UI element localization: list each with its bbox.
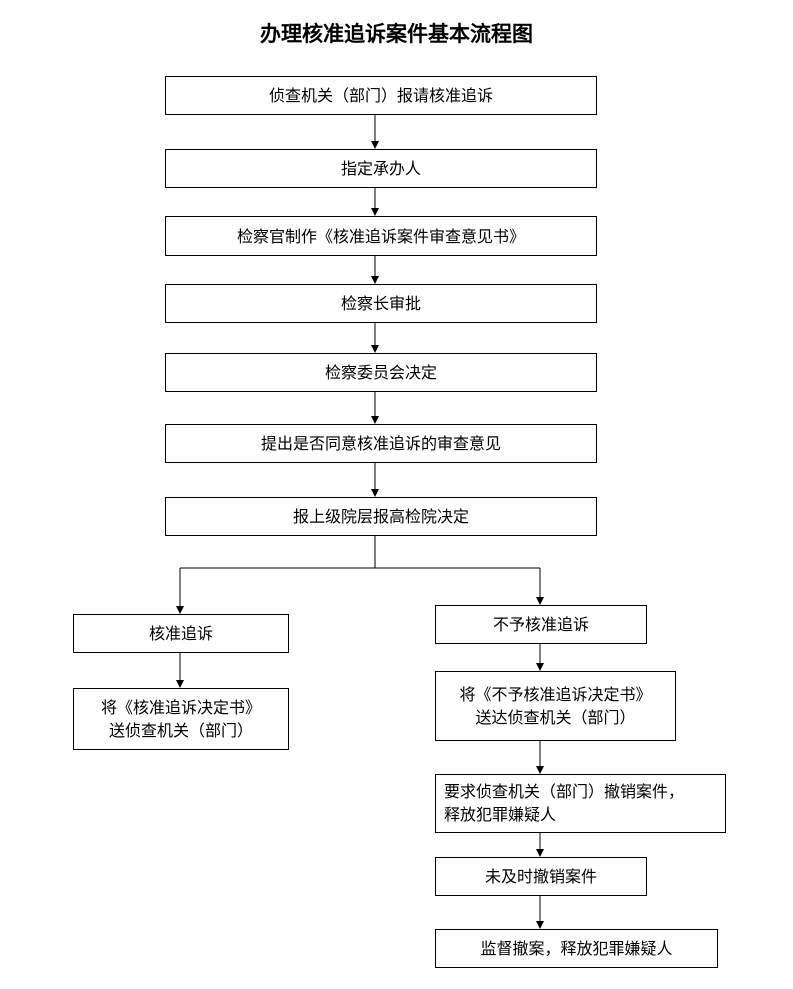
- box-label: 核准追诉: [148, 624, 213, 643]
- box-label: 检察官制作《核准追诉案件审查意见书》: [236, 226, 525, 246]
- box-label: 报上级院层报高检院决定: [292, 507, 469, 526]
- approve-send-decision: 将《核准追诉决定书》 送侦查机关（部门）: [73, 688, 289, 750]
- box-label: 送侦查机关（部门）: [108, 721, 253, 740]
- step-prepare-opinion: 检察官制作《核准追诉案件审查意见书》: [165, 216, 597, 256]
- reject-send-decision: 将《不予核准追诉决定书》 送达侦查机关（部门）: [435, 671, 676, 741]
- supervise-revocation: 监督撤案，释放犯罪嫌疑人: [435, 929, 718, 968]
- box-label: 送达侦查机关（部门）: [475, 708, 636, 727]
- decision-approve: 核准追诉: [73, 614, 289, 653]
- step-review-opinion: 提出是否同意核准追诉的审查意见: [165, 424, 597, 463]
- box-label: 检察长审批: [340, 294, 421, 313]
- require-revoke-case: 要求侦查机关（部门）撤销案件， 释放犯罪嫌疑人: [435, 774, 726, 833]
- step-report-superior: 报上级院层报高检院决定: [165, 497, 597, 536]
- box-label: 将《核准追诉决定书》: [100, 698, 261, 717]
- split-connector: [180, 535, 376, 569]
- not-revoked-in-time: 未及时撤销案件: [435, 857, 647, 896]
- step-committee-decision: 检察委员会决定: [165, 353, 597, 392]
- decision-reject: 不予核准追诉: [435, 605, 647, 644]
- box-label: 指定承办人: [340, 159, 421, 178]
- step-report-approval: 侦查机关（部门）报请核准追诉: [165, 76, 597, 115]
- box-label: 释放犯罪嫌疑人: [444, 805, 557, 824]
- box-label: 检察委员会决定: [324, 363, 437, 382]
- box-label: 不予核准追诉: [492, 615, 589, 634]
- box-label: 要求侦查机关（部门）撤销案件，: [444, 782, 685, 801]
- box-label: 未及时撤销案件: [484, 867, 597, 886]
- diagram-title: 办理核准追诉案件基本流程图: [260, 21, 533, 46]
- box-label: 侦查机关（部门）报请核准追诉: [268, 86, 493, 105]
- box-label: 提出是否同意核准追诉的审查意见: [260, 434, 501, 453]
- step-assign-handler: 指定承办人: [165, 149, 597, 188]
- box-label: 监督撤案，释放犯罪嫌疑人: [480, 939, 673, 958]
- step-chief-approval: 检察长审批: [165, 284, 597, 323]
- box-label: 将《不予核准追诉决定书》: [459, 685, 652, 704]
